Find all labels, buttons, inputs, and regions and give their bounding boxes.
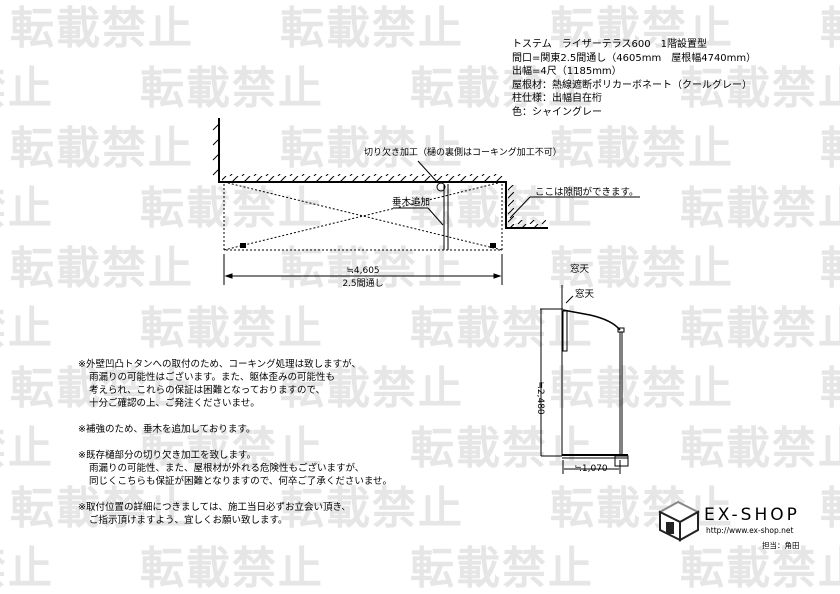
leader-lines	[393, 160, 640, 226]
watermark-text: 転載禁止	[140, 423, 324, 474]
depth-dim-text: ≒1,070	[574, 464, 608, 474]
watermark-text: 転載禁止	[0, 303, 54, 354]
spec-block: トステム ライザーテラス600 1階設置型 間口=関東2.5間通し（4605mm…	[512, 38, 756, 119]
watermark-text: 転載禁止	[140, 63, 324, 114]
note-line: 雨漏りの可能性、また、屋根材が外れる危険性もございますが、	[89, 463, 365, 474]
notch-marker	[436, 182, 446, 192]
watermark-text: 転載禁止	[550, 483, 734, 534]
post-marker	[240, 243, 246, 248]
notes-block: ※外壁凹凸トタンへの取付のため、コーキング処理は致しますが、雨漏りの可能性はござ…	[78, 358, 392, 540]
watermark-text: 転載禁止	[140, 183, 324, 234]
note-line: ※取付位置の詳細につきましては、施工当日必ずお立会い頂き、	[78, 502, 351, 513]
note-line: ※既存樋部分の切り欠き加工を致します。	[78, 450, 257, 461]
window-top-label: 窓天	[570, 263, 590, 275]
added-rafter	[443, 184, 449, 250]
watermark-text: 転載禁止	[550, 3, 734, 54]
post-label: 垂木追加	[392, 196, 430, 208]
note-line: ※補強のため、垂木を追加しております。	[78, 424, 256, 435]
notch-label: 切り欠き加工（樋の裏側はコーキング加工不可）	[364, 146, 562, 158]
watermark-text: 転載禁止	[680, 543, 840, 594]
watermark-text: 転載禁止	[10, 3, 194, 54]
watermark-text: 転載禁止	[10, 123, 194, 174]
roof-outline	[223, 181, 503, 251]
watermark-text: 転載禁止	[280, 3, 464, 54]
note-paragraph: ※補強のため、垂木を追加しております。	[78, 423, 392, 436]
watermark-text: 転載禁止	[0, 543, 54, 594]
spec-line: 出幅=4尺（1185mm）	[512, 66, 622, 77]
spec-line: トステム ライザーテラス600 1階設置型	[512, 39, 707, 50]
watermark-text: 転載禁止	[280, 363, 464, 414]
spec-line: 屋根材：熱線遮断ポリカーボネート（クールグレー）	[512, 79, 752, 91]
watermark-text: 転載禁止	[0, 423, 54, 474]
watermark-text: 転載禁止	[820, 112, 840, 176]
spec-line: 色：シャイングレー	[512, 106, 602, 118]
height-dim-text: ≒2,480	[535, 381, 545, 415]
watermark-text: 転載禁止	[140, 543, 324, 594]
watermark-text: 転載禁止	[820, 0, 840, 56]
section-drawing	[540, 285, 629, 474]
note-line: 十分ご確認の上、ご発注くださいませ。	[89, 398, 260, 409]
window-top-label-2: 窓天	[575, 288, 595, 300]
spec-line: 間口=関東2.5間通し（4605mm 屋根幅4740mm）	[512, 52, 757, 64]
staff-name: 担当：角田	[762, 541, 800, 550]
gap-label: ここは隙間ができます。	[535, 186, 639, 198]
watermark-text: 転載禁止	[280, 483, 464, 534]
watermark-text: 転載禁止	[410, 183, 594, 234]
watermark-text: 転載禁止	[410, 63, 594, 114]
logo-title: EX-SHOP	[704, 505, 800, 525]
watermark-text: 転載禁止	[0, 183, 54, 234]
width-label-text: 2.5間通し	[342, 278, 383, 289]
width-dim-text: ≒4,605	[346, 266, 379, 276]
spec-line: 柱仕様：出幅自在桁	[512, 93, 602, 104]
note-line: 同じくこちらも保証が困難となりますので、何卒ご了承くださいませ。	[89, 476, 393, 487]
note-line: ※外壁凹凸トタンへの取付のため、コーキング処理は致しますが、	[78, 359, 361, 370]
watermark-text: 転載禁止	[10, 243, 194, 294]
note-line: 雨漏りの可能性はございます。また、躯体歪みの可能性も	[89, 372, 336, 383]
watermark-text: 転載禁止	[680, 303, 840, 354]
watermark-text: 転載禁止	[10, 363, 194, 414]
watermark-text: 転載禁止	[0, 63, 54, 114]
watermark-text: 転載禁止	[550, 243, 734, 294]
note-paragraph: ※外壁凹凸トタンへの取付のため、コーキング処理は致しますが、雨漏りの可能性はござ…	[78, 358, 392, 410]
watermark-text: 転載禁止	[680, 423, 840, 474]
watermark-text: 転載禁止	[550, 123, 734, 174]
watermark-text: 転載禁止	[820, 352, 840, 416]
note-line: ご指示頂けますよう、宜しくお願い致します。	[89, 515, 288, 526]
watermark-text: 転載禁止	[140, 303, 324, 354]
watermark-text: 転載禁止	[10, 483, 194, 534]
watermark-text: 転載禁止	[820, 232, 840, 296]
ex-shop-logo-icon	[657, 500, 701, 542]
wall-plan	[212, 118, 548, 229]
note-line: 考えられ、これらの保証は困難となっておりますので、	[89, 385, 326, 396]
watermark-text: 転載禁止	[550, 363, 734, 414]
note-paragraph: ※既存樋部分の切り欠き加工を致します。雨漏りの可能性、また、屋根材が外れる危険性…	[78, 449, 392, 488]
watermark-text: 転載禁止	[280, 123, 464, 174]
watermark-text: 転載禁止	[280, 243, 464, 294]
note-paragraph: ※取付位置の詳細につきましては、施工当日必ずお立会い頂き、ご指示頂けますよう、宜…	[78, 501, 392, 527]
watermark-text: 転載禁止	[680, 63, 840, 114]
logo-url: http://www.ex-shop.net	[706, 526, 794, 535]
watermark-text: 転載禁止	[680, 183, 840, 234]
watermark-text: 転載禁止	[820, 472, 840, 536]
post-marker	[490, 243, 496, 248]
width-dimension	[223, 254, 503, 285]
watermark-text: 転載禁止	[410, 543, 594, 594]
